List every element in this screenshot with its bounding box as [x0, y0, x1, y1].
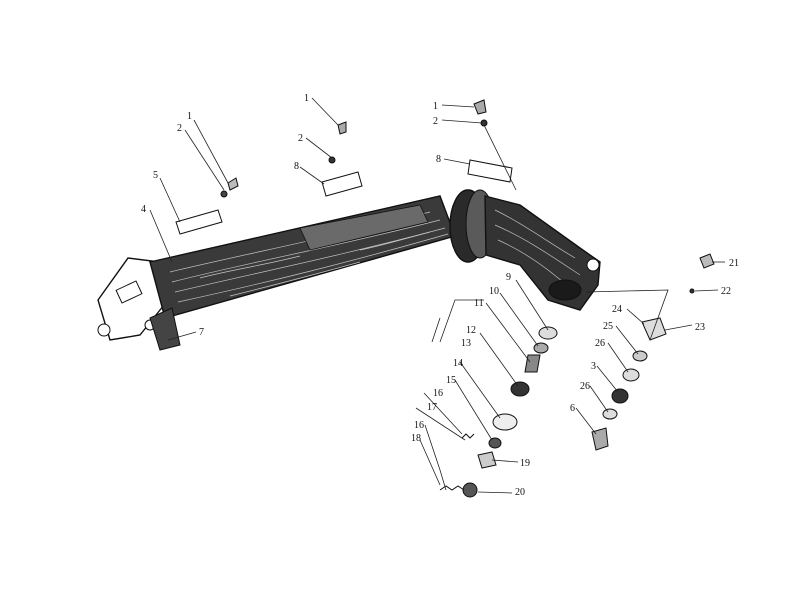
callout-22: 22	[721, 286, 731, 297]
bearing-part	[611, 388, 629, 404]
callout-2: 2	[298, 133, 303, 144]
name-plate	[467, 159, 513, 183]
ring-part	[488, 437, 502, 449]
beam-panel	[299, 204, 429, 251]
washer-part	[328, 156, 336, 164]
callout-18: 18	[411, 433, 421, 444]
callout-1: 1	[304, 93, 309, 104]
callout-11: 11	[474, 298, 484, 309]
callout-2: 2	[433, 116, 438, 127]
callout-4: 4	[141, 204, 146, 215]
callout-20: 20	[515, 487, 525, 498]
ring-part	[632, 350, 648, 362]
callout-24: 24	[612, 304, 622, 315]
ring-part	[538, 326, 558, 340]
sleeve-part	[524, 354, 541, 373]
callout-1: 1	[187, 111, 192, 122]
screw-part	[699, 253, 715, 269]
callout-16: 16	[433, 388, 443, 399]
callout-6: 6	[570, 403, 575, 414]
washer-part	[220, 190, 228, 198]
nut-part	[477, 451, 497, 469]
lower-bracket	[149, 307, 181, 351]
spring-part	[439, 485, 465, 491]
callout-23: 23	[695, 322, 705, 333]
boom-head	[484, 195, 601, 311]
screw-part	[227, 177, 239, 191]
spring-part	[461, 433, 475, 439]
callout-9: 9	[506, 272, 511, 283]
callout-10: 10	[489, 286, 499, 297]
cap-part	[462, 482, 478, 498]
ring-part	[533, 342, 549, 354]
head-pin	[586, 258, 600, 272]
ring-part	[622, 368, 640, 382]
name-plate	[175, 209, 223, 235]
callout-5: 5	[153, 170, 158, 181]
callout-8: 8	[294, 161, 299, 172]
leader-lines	[149, 97, 725, 494]
disc-part	[492, 413, 518, 431]
callout-19: 19	[520, 458, 530, 469]
callout-1: 1	[433, 101, 438, 112]
ring-part	[602, 408, 618, 420]
callout-14: 14	[453, 358, 463, 369]
screw-part	[473, 99, 487, 115]
callout-2: 2	[177, 123, 182, 134]
callout-labels: 1 2 5 4 7 1 2 8 1 2 8 9 10 11 13 12 14 1…	[141, 93, 739, 498]
callout-7: 7	[199, 327, 204, 338]
end-plate-hole	[97, 323, 111, 337]
screw-part	[337, 121, 347, 135]
callout-13: 13	[461, 338, 471, 349]
callout-8: 8	[436, 154, 441, 165]
callout-3: 3	[591, 361, 596, 372]
callout-21: 21	[729, 258, 739, 269]
boom-arm	[97, 189, 601, 351]
head-socket	[548, 279, 582, 301]
callout-26: 26	[595, 338, 605, 349]
callout-15: 15	[446, 375, 456, 386]
small-parts	[175, 99, 715, 498]
washer-part	[689, 288, 695, 294]
bearing-part	[510, 381, 530, 397]
callout-17: 17	[427, 402, 437, 413]
end-plate-window	[115, 280, 143, 304]
name-plate	[321, 171, 363, 197]
callout-12: 12	[466, 325, 476, 336]
callout-25: 25	[603, 321, 613, 332]
callout-16: 16	[414, 420, 424, 431]
callout-26: 26	[580, 381, 590, 392]
